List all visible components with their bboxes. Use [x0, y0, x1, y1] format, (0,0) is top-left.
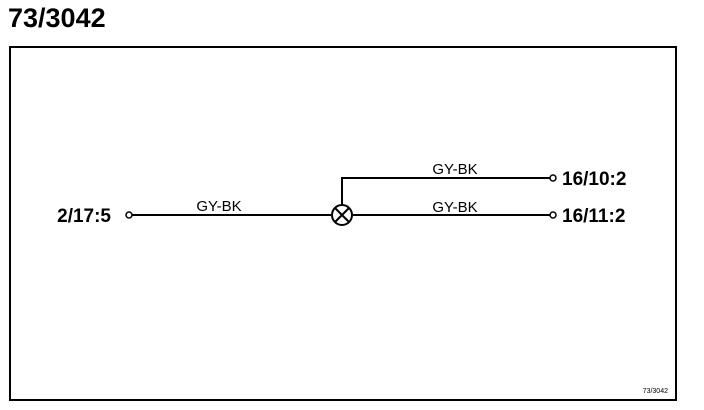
connector-label-left: 2/17:5	[57, 206, 111, 227]
wire-label-left: GY-BK	[196, 198, 241, 215]
wire-label-right-lower: GY-BK	[432, 199, 477, 216]
connector-label-right-lower: 16/11:2	[562, 206, 625, 227]
terminal-right-upper-icon[interactable]	[549, 174, 557, 182]
diagram-frame	[9, 46, 677, 401]
page-title: 73/3042	[8, 3, 106, 33]
wire-right-upper[interactable]	[341, 177, 550, 204]
splice-junction-icon[interactable]	[331, 204, 353, 226]
terminal-right-lower-icon[interactable]	[549, 211, 557, 219]
terminal-left-icon[interactable]	[125, 211, 133, 219]
connector-label-right-upper: 16/10:2	[562, 169, 626, 190]
diagram-reference: 73/3042	[643, 388, 668, 395]
wire-label-right-upper: GY-BK	[432, 161, 477, 178]
